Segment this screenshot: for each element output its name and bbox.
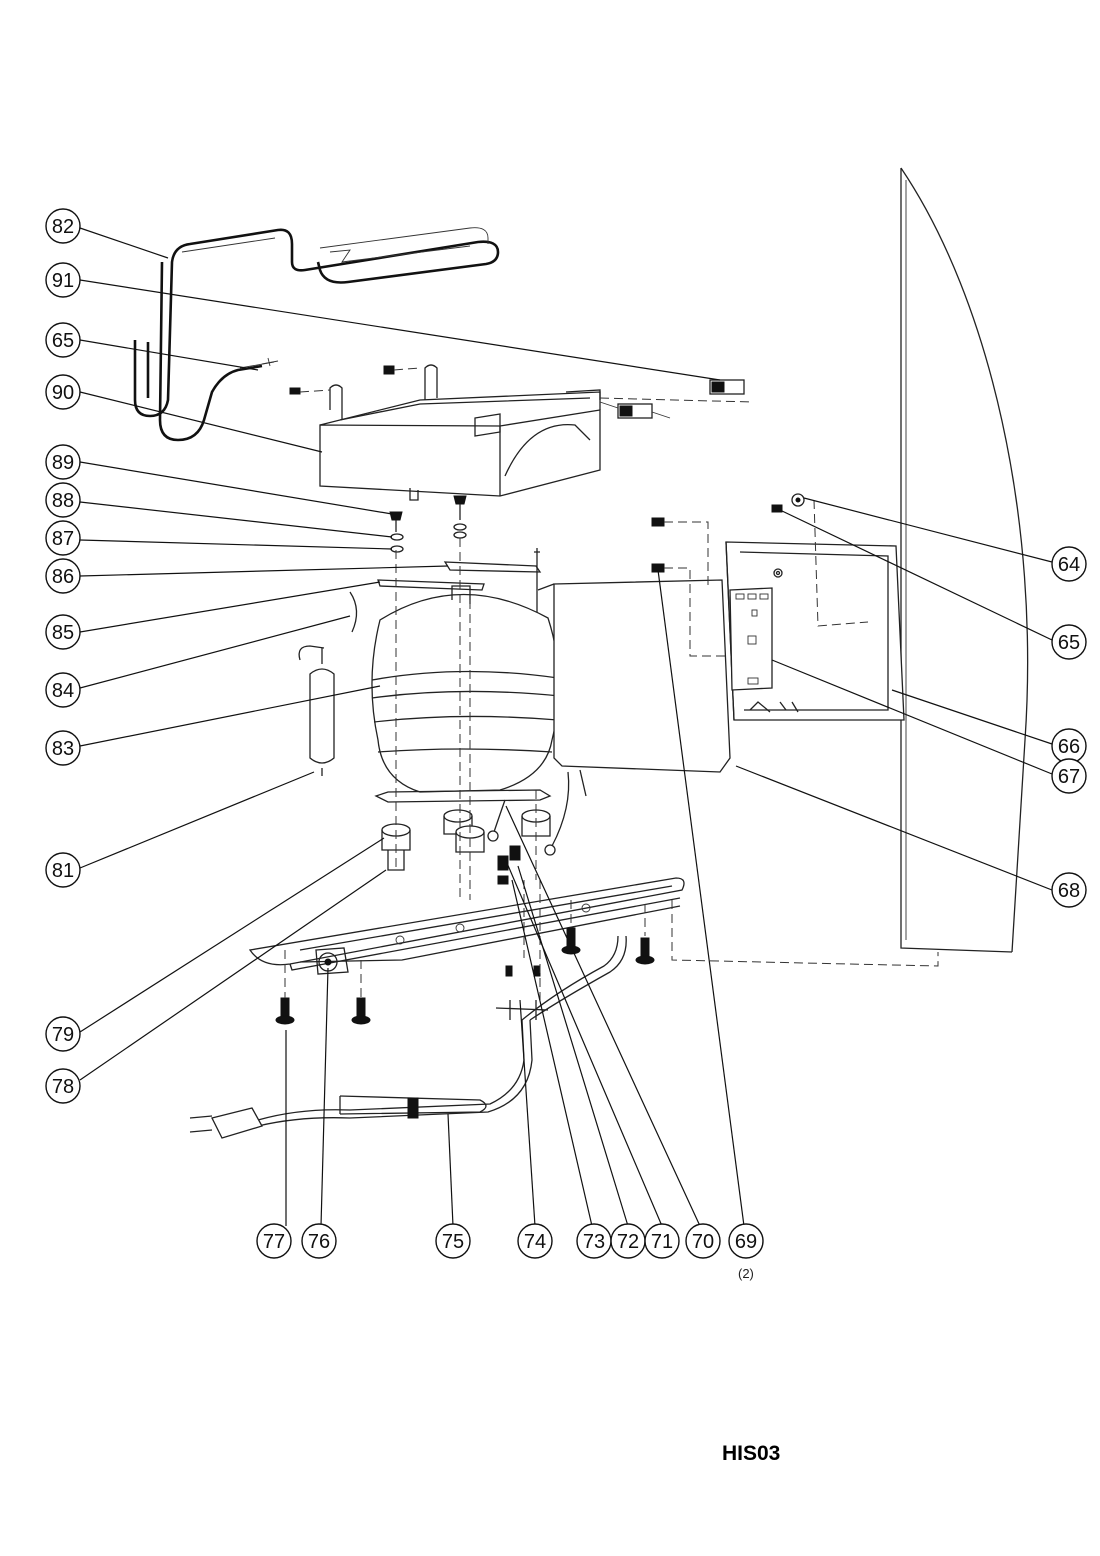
svg-text:84: 84: [52, 680, 74, 702]
svg-text:85: 85: [52, 622, 74, 644]
document-code: HIS03: [722, 1442, 781, 1465]
callout-76: 76: [301, 1223, 337, 1259]
callout-81: 81: [45, 852, 81, 888]
svg-text:67: 67: [1058, 766, 1080, 788]
callout-75: 75: [435, 1223, 471, 1259]
svg-text:87: 87: [52, 528, 74, 550]
svg-text:78: 78: [52, 1076, 74, 1098]
callout-86: 86: [45, 558, 81, 594]
svg-text:79: 79: [52, 1024, 74, 1046]
callout-66: 66: [1051, 728, 1087, 764]
callout-72: 72: [610, 1223, 646, 1259]
svg-text:86: 86: [52, 566, 74, 588]
callout-69: 69: [728, 1223, 764, 1259]
callout-65-right: 65: [1051, 624, 1087, 660]
svg-text:77: 77: [263, 1231, 285, 1253]
control-box-cover: [537, 579, 731, 773]
svg-text:75: 75: [442, 1231, 464, 1253]
svg-text:65: 65: [1058, 632, 1080, 654]
svg-text:73: 73: [583, 1231, 605, 1253]
svg-text:82: 82: [52, 216, 74, 238]
filter-drier: [298, 645, 335, 776]
capillary-hose: [349, 591, 358, 633]
drip-tray: [319, 364, 601, 501]
callout-89: 89: [45, 444, 81, 480]
callout-67: 67: [1051, 758, 1087, 794]
compressor: [371, 585, 561, 803]
clip-parts: [599, 379, 745, 419]
svg-text:83: 83: [52, 738, 74, 760]
callout-85: 85: [45, 614, 81, 650]
compressor-bolts: [389, 495, 467, 553]
callout-70: 70: [685, 1223, 721, 1259]
svg-text:64: 64: [1058, 554, 1080, 576]
callout-68: 68: [1051, 872, 1087, 908]
callout-82: 82: [45, 208, 81, 244]
callout-79: 79: [45, 1016, 81, 1052]
svg-text:66: 66: [1058, 736, 1080, 758]
svg-text:88: 88: [52, 490, 74, 512]
callout-84: 84: [45, 672, 81, 708]
quantity-note: (2): [738, 1266, 754, 1281]
rubber-grommets: [381, 809, 551, 871]
svg-text:65: 65: [52, 330, 74, 352]
svg-text:90: 90: [52, 382, 74, 404]
drain-hose: [239, 357, 279, 369]
small-screws: [497, 845, 521, 885]
callout-65-left: 65: [45, 322, 81, 358]
svg-text:76: 76: [308, 1231, 330, 1253]
callout-87: 87: [45, 520, 81, 556]
svg-text:74: 74: [524, 1231, 546, 1253]
svg-text:71: 71: [651, 1231, 673, 1253]
control-box: [725, 541, 905, 721]
top-bracket: [377, 548, 542, 614]
svg-text:69: 69: [735, 1231, 757, 1253]
box-screws: [289, 365, 805, 573]
callout-88: 88: [45, 482, 81, 518]
evaporator-tube: [133, 227, 500, 442]
callout-91: 91: [45, 262, 81, 298]
svg-text:68: 68: [1058, 880, 1080, 902]
svg-text:70: 70: [692, 1231, 714, 1253]
leader-lines: [79, 227, 1053, 1227]
callout-74: 74: [517, 1223, 553, 1259]
svg-text:89: 89: [52, 452, 74, 474]
callout-90: 90: [45, 374, 81, 410]
base-rail: [248, 877, 685, 975]
callout-77: 77: [256, 1223, 292, 1259]
svg-text:91: 91: [52, 270, 74, 292]
callouts: 82 91 65 90 89 88 87 86 85 84 83 81 79 7…: [45, 208, 1087, 1281]
callout-64: 64: [1051, 546, 1087, 582]
svg-text:81: 81: [52, 860, 74, 882]
callout-73: 73: [576, 1223, 612, 1259]
mounting-screws: [275, 927, 655, 1025]
power-cord: [189, 935, 627, 1139]
svg-text:72: 72: [617, 1231, 639, 1253]
callout-78: 78: [45, 1068, 81, 1104]
callout-71: 71: [644, 1223, 680, 1259]
cabinet-side-panel: [900, 167, 1029, 953]
callout-83: 83: [45, 730, 81, 766]
terminal-wires: [487, 769, 587, 856]
